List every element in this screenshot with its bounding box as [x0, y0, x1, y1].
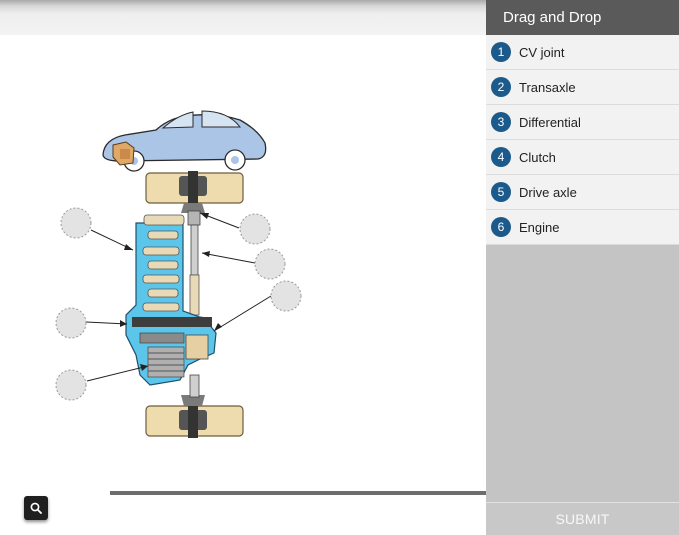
drag-drop-panel: Drag and Drop 1 CV joint 2 Transaxle 3 D…: [486, 0, 679, 535]
diagram-canvas: [0, 35, 486, 535]
drag-item-engine[interactable]: 6 Engine: [486, 210, 679, 245]
item-number-badge: 2: [491, 77, 511, 97]
front-wheel-bottom: [145, 395, 244, 438]
drop-targets: [55, 207, 302, 401]
drag-item-label: Engine: [519, 219, 560, 235]
item-number-badge: 4: [491, 147, 511, 167]
item-number-badge: 1: [491, 42, 511, 62]
drag-item-label: Clutch: [519, 149, 556, 165]
drop-target-3[interactable]: [254, 248, 286, 280]
item-number-badge: 6: [491, 217, 511, 237]
drag-item-list: 1 CV joint 2 Transaxle 3 Differential 4 …: [486, 35, 679, 245]
item-number-badge: 5: [491, 182, 511, 202]
drag-item-label: CV joint: [519, 44, 565, 60]
drag-item-drive-axle[interactable]: 5 Drive axle: [486, 175, 679, 210]
drag-item-clutch[interactable]: 4 Clutch: [486, 140, 679, 175]
leader-arrowheads: [120, 213, 222, 371]
engine-transaxle-body: [125, 214, 217, 386]
progress-divider: [110, 491, 486, 495]
drivetrain-diagram: [55, 110, 302, 438]
drop-target-6[interactable]: [55, 369, 87, 401]
drag-item-differential[interactable]: 3 Differential: [486, 105, 679, 140]
drive-axle-assembly: [185, 210, 203, 398]
drop-target-5[interactable]: [55, 307, 87, 339]
item-number-badge: 3: [491, 112, 511, 132]
front-wheel-top: [145, 171, 244, 213]
submit-button[interactable]: SUBMIT: [486, 502, 679, 535]
car-illustration: [102, 110, 267, 172]
drag-item-label: Transaxle: [519, 79, 576, 95]
drop-target-1[interactable]: [60, 207, 92, 239]
drag-item-label: Drive axle: [519, 184, 577, 200]
drop-target-4[interactable]: [270, 280, 302, 312]
panel-title: Drag and Drop: [486, 0, 679, 35]
drag-item-cv-joint[interactable]: 1 CV joint: [486, 35, 679, 70]
drop-target-2[interactable]: [239, 213, 271, 245]
search-icon: [30, 502, 42, 514]
drag-item-transaxle[interactable]: 2 Transaxle: [486, 70, 679, 105]
drag-item-label: Differential: [519, 114, 581, 130]
zoom-button[interactable]: [24, 496, 48, 520]
top-bar: [0, 0, 486, 35]
